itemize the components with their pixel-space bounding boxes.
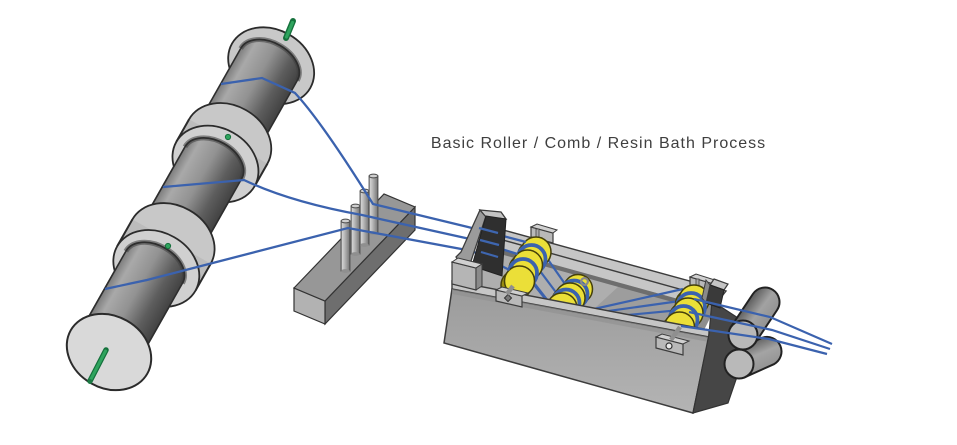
svg-text:Basic Roller / Comb / Resin Ba: Basic Roller / Comb / Resin Bath Process bbox=[431, 135, 766, 152]
